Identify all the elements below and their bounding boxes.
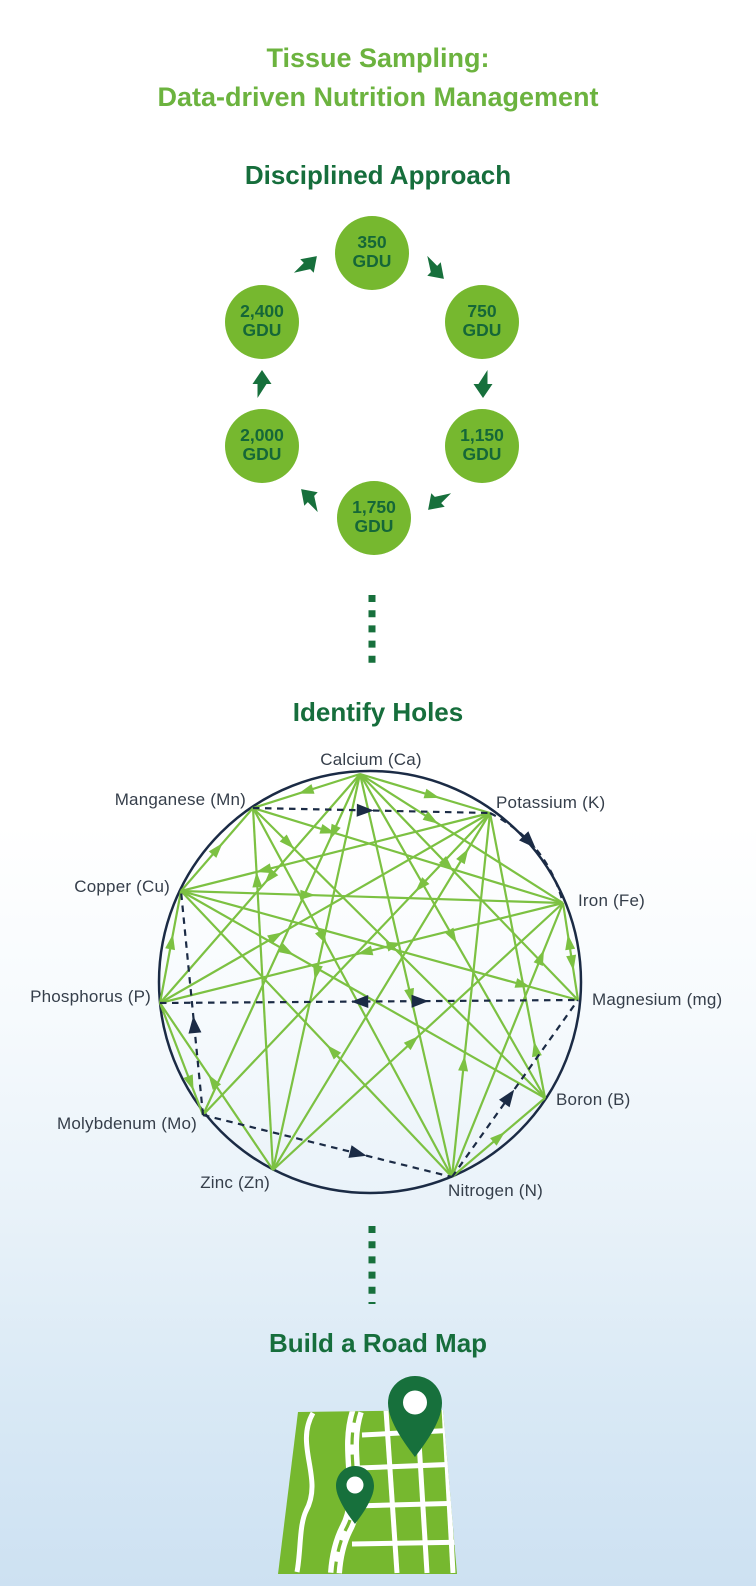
network-circle [157, 769, 583, 1195]
edge-arrow [357, 945, 374, 956]
edge-line [158, 1002, 205, 1116]
edge-arrow [423, 788, 440, 799]
wavy-road-path [294, 1411, 316, 1573]
edge-arrow [279, 834, 295, 849]
edge-arrow [264, 868, 279, 884]
edge-line [180, 889, 579, 1002]
edge-line [450, 902, 565, 1178]
edge-line [359, 773, 564, 904]
edge-line-dashed [159, 998, 579, 1005]
edge-arrow [329, 823, 341, 840]
heading-disciplined-approach: Disciplined Approach [244, 160, 512, 190]
edge-arrow-dashed [411, 994, 429, 1008]
cycle-arrow [252, 370, 272, 398]
edge-arrow-dashed [188, 1015, 202, 1034]
edge-line [180, 811, 491, 893]
edge-line-dashed [252, 806, 491, 815]
edge-line [202, 812, 491, 1116]
location-pin-icon [336, 1466, 374, 1524]
edge-line-dashed [451, 999, 579, 1178]
edge-line [252, 807, 546, 1099]
edge-arrow [278, 943, 294, 956]
edge-arrow [404, 987, 414, 1004]
edge-line [180, 890, 546, 1099]
edge-arrow [565, 934, 576, 951]
cycle-arrow [301, 489, 318, 513]
cycle-arrow [427, 255, 444, 279]
heading-identify-holes: Identify Holes [292, 697, 464, 727]
gdu-circle [225, 285, 299, 359]
cycle-arrow [473, 370, 493, 398]
heading-build-road-map: Build a Road Map [268, 1328, 488, 1358]
title-line-1: Tissue Sampling: [266, 43, 490, 73]
edge-arrow-dashed [498, 1089, 515, 1108]
gdu-circle [335, 216, 409, 290]
edge-arrow [326, 1044, 342, 1060]
edge-arrow [267, 932, 283, 945]
edge-arrow [490, 1131, 505, 1146]
edge-arrow [165, 934, 176, 951]
road-center-dashes [333, 1410, 359, 1574]
page-title: Tissue Sampling: Data-driven Nutrition M… [0, 39, 756, 117]
edge-arrow [532, 1041, 542, 1058]
edge-arrow [566, 954, 577, 971]
location-pin-icon [388, 1376, 442, 1457]
edge-line-dashed [202, 1113, 453, 1179]
edge-line-dashed [489, 812, 565, 904]
edge-arrow [208, 1074, 222, 1090]
title-line-2: Data-driven Nutrition Management [157, 82, 599, 112]
edge-line [159, 812, 491, 1004]
edge-line [450, 812, 492, 1178]
edge-arrow [403, 1036, 419, 1051]
gdu-circle [445, 285, 519, 359]
cycle-arrow [293, 256, 317, 273]
edge-line [251, 807, 275, 1171]
gdu-circle [337, 481, 411, 555]
edge-line [252, 807, 453, 1178]
edge-arrow [422, 811, 439, 824]
edge-arrow [300, 889, 316, 900]
edge-arrow [438, 856, 454, 871]
edge-arrow [319, 824, 336, 834]
edge-line [252, 806, 564, 905]
edge-arrow [298, 784, 315, 794]
edge-arrow [458, 1055, 469, 1072]
edge-arrow [533, 949, 544, 966]
cycle-arrow [428, 493, 452, 510]
edge-arrow-dashed [519, 831, 536, 849]
edge-arrow [208, 843, 223, 858]
edge-arrow [415, 877, 430, 892]
edge-arrow [456, 848, 469, 865]
edge-arrow-dashed [356, 803, 374, 817]
gdu-circle [225, 409, 299, 483]
gdu-circle [445, 409, 519, 483]
edge-line-dashed [179, 890, 205, 1116]
edge-arrow-dashed [351, 995, 369, 1009]
edge-line [180, 889, 564, 905]
edge-arrow [183, 1074, 194, 1091]
edge-arrow [385, 941, 402, 952]
edge-line [272, 812, 491, 1171]
edge-line [180, 890, 453, 1178]
edge-arrow-dashed [348, 1145, 367, 1158]
edge-line [159, 773, 361, 1004]
road-map-icon [278, 1376, 457, 1574]
edge-arrow [252, 871, 263, 888]
edge-line [561, 902, 580, 1001]
edge-arrow [256, 863, 273, 874]
edge-arrow [315, 928, 327, 945]
